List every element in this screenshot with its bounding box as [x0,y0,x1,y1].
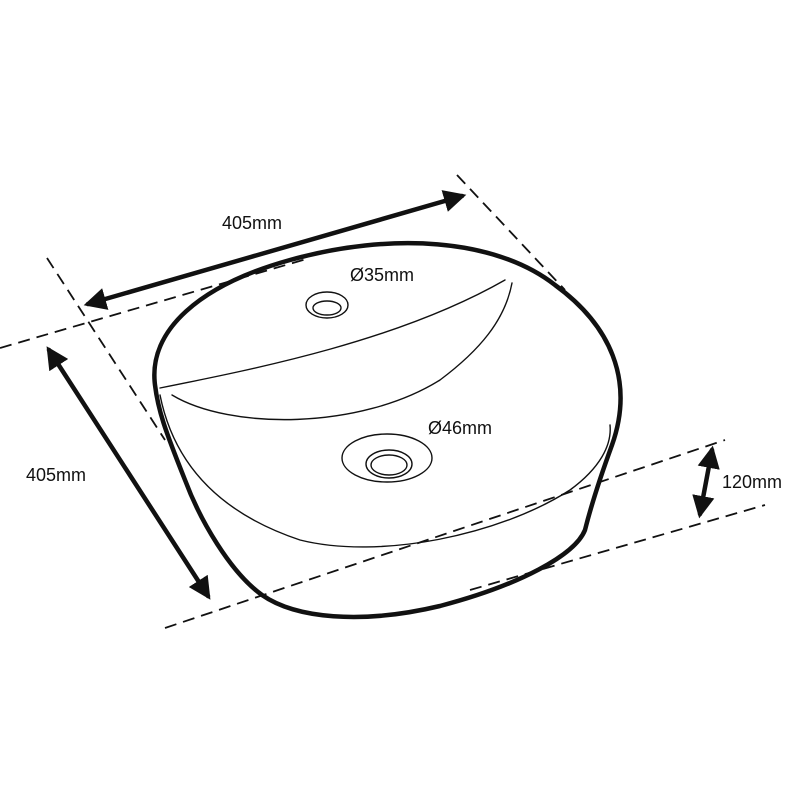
tap-hole-outer [305,291,349,319]
height-arrow [692,445,720,519]
tap-hole [305,291,349,319]
basin-deck-edge [159,279,506,389]
width-arrow [83,190,467,310]
waste-outlet [341,433,433,483]
depth-label: 405mm [26,465,86,485]
dashed-line-width-right [456,174,566,291]
tap-hole-label: Ø35mm [350,265,414,285]
tap-hole-inner [312,300,342,316]
basin-outer-outline [152,240,623,620]
waste-outer-ring [341,433,433,483]
dashed-line-top-edge [0,257,311,349]
waste-label: Ø46mm [428,418,492,438]
height-label: 120mm [722,472,782,492]
basin-deck-underside [171,282,513,421]
width-label: 405mm [222,213,282,233]
dashed-line-top-base [164,439,726,629]
waste-plug-inner [370,454,408,476]
waste-plug-rim [365,449,413,479]
depth-arrow [46,346,211,600]
dashed-line-bottom-base [469,504,766,591]
dimension-arrows [46,190,720,600]
basin-inner-rim [159,394,611,548]
